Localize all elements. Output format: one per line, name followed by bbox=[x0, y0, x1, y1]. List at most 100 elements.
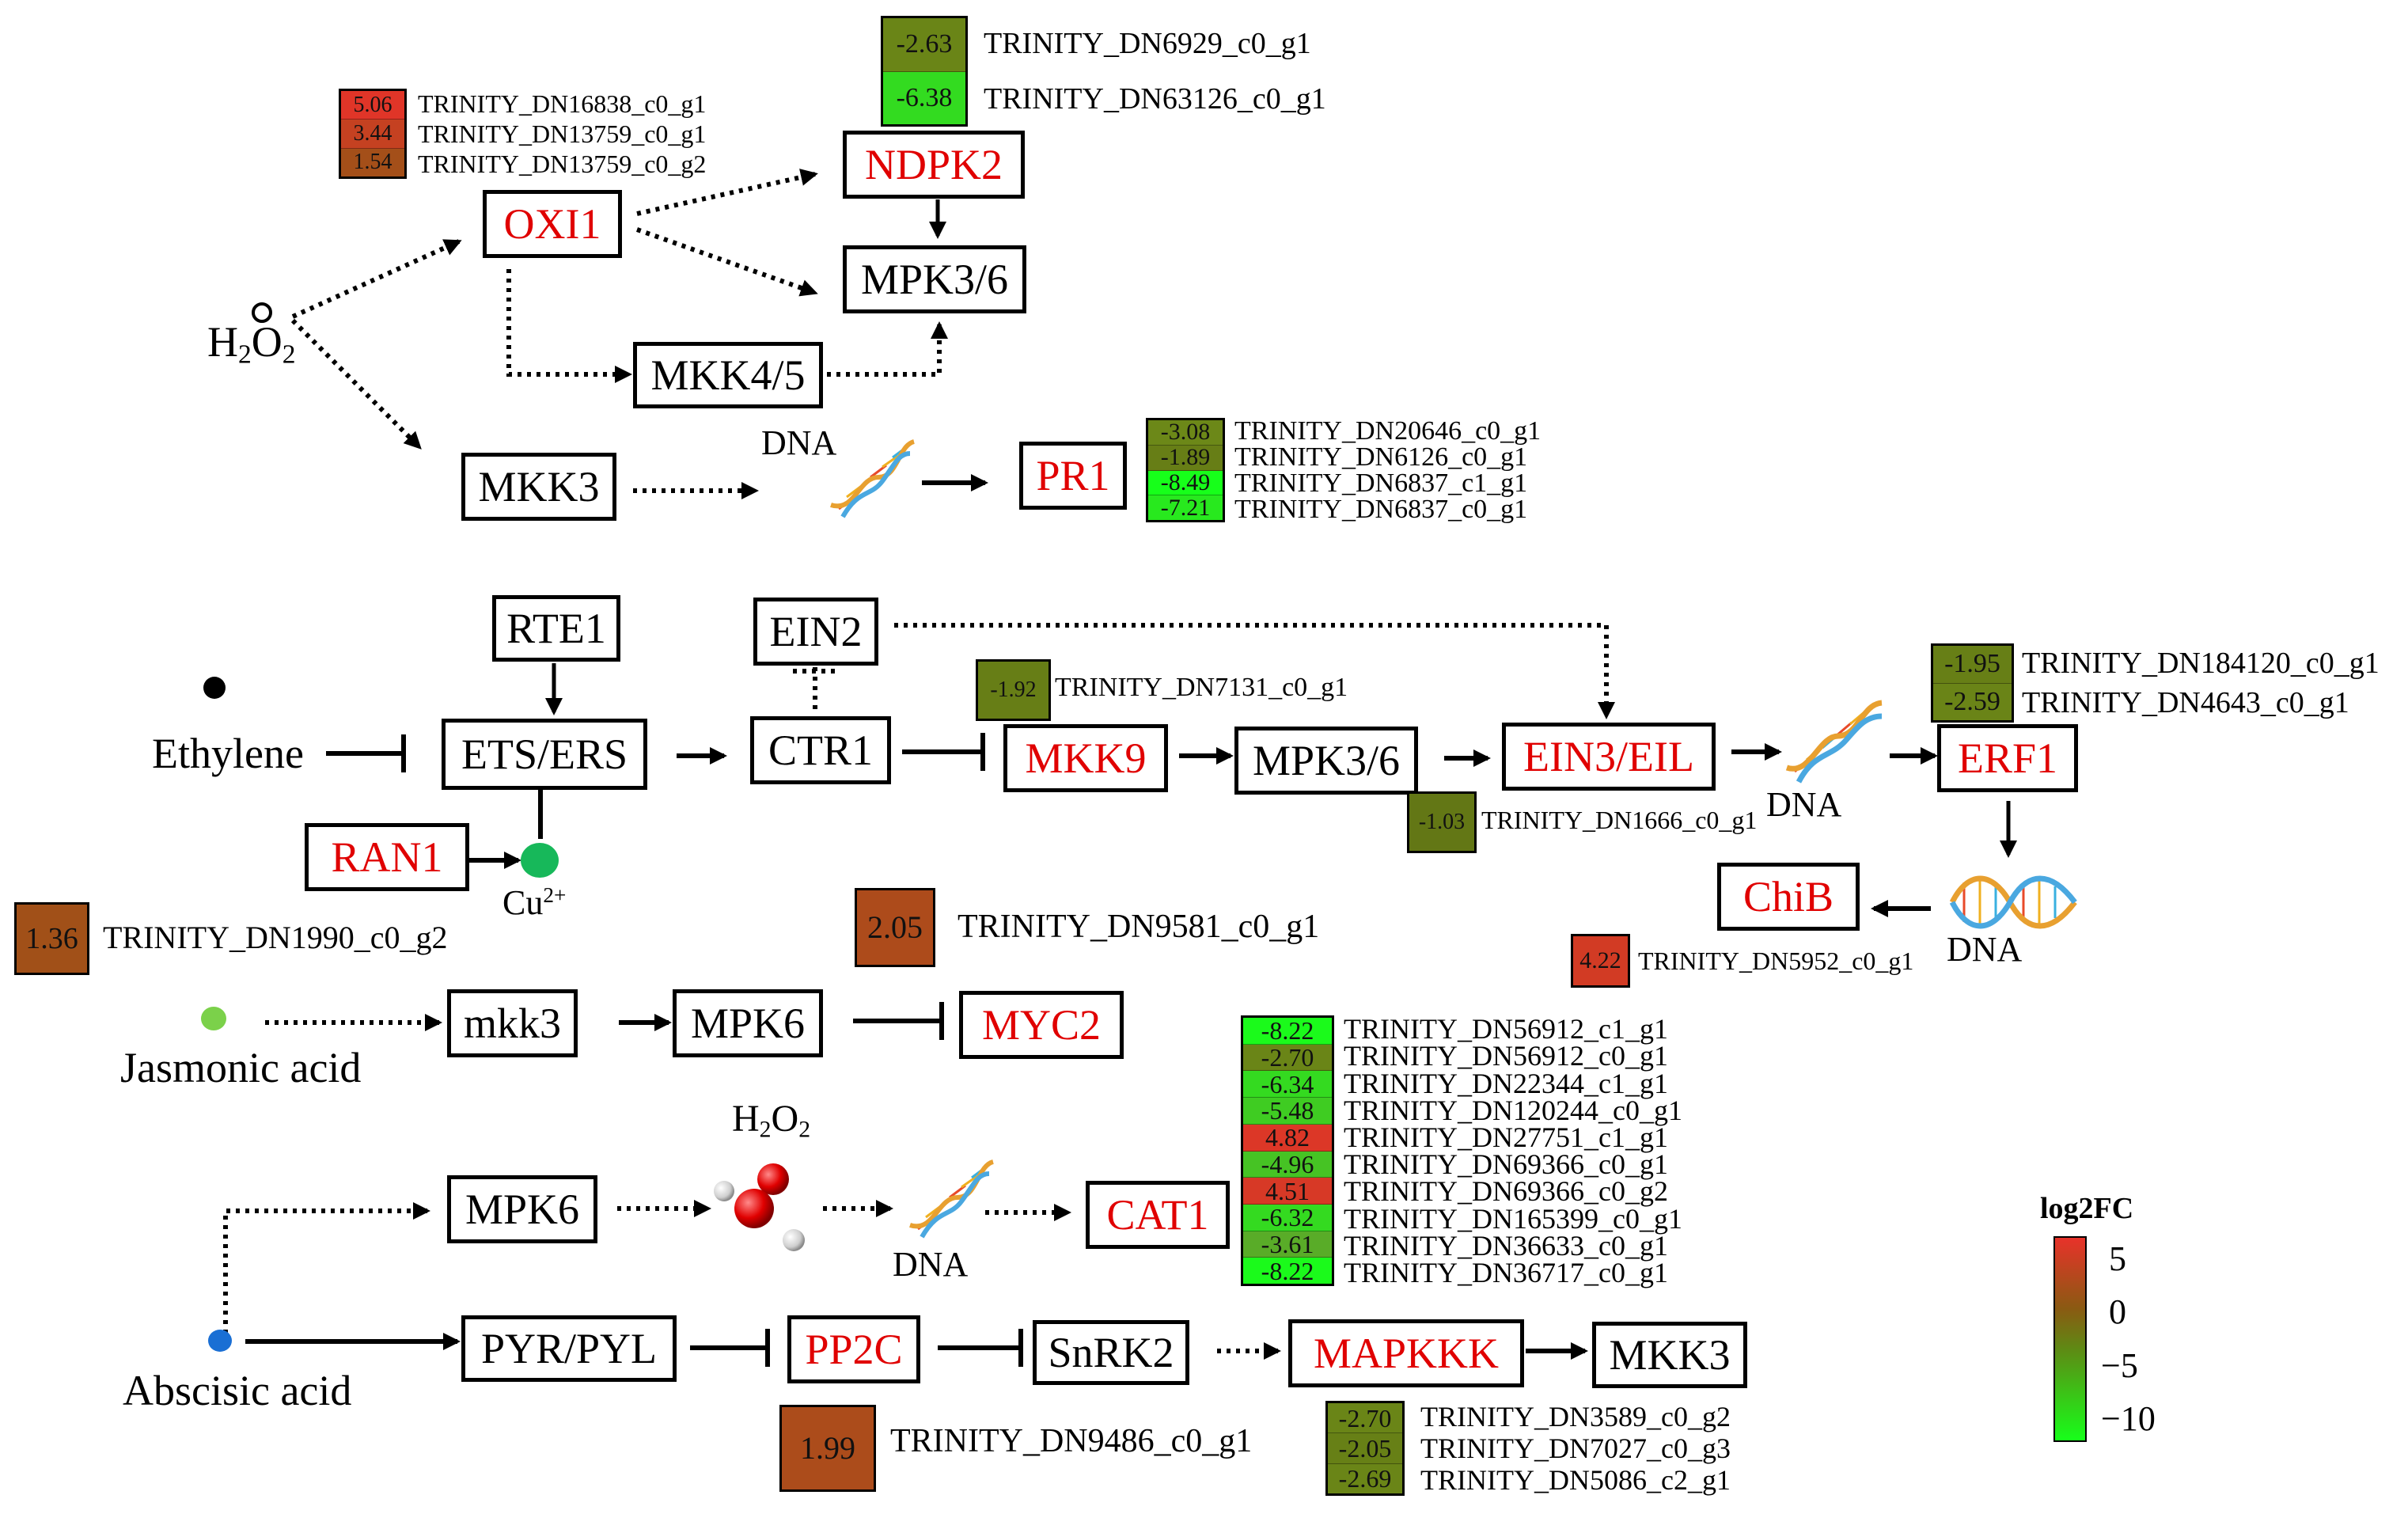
legend-colorbar bbox=[2053, 1236, 2087, 1442]
node-mkk3-top[interactable]: MKK3 bbox=[461, 453, 616, 521]
arrow-oxi1-ndpk2 bbox=[636, 169, 818, 216]
dna-helix-icon bbox=[909, 1159, 995, 1239]
dna-label-cat1: DNA bbox=[893, 1245, 969, 1284]
heatmap-mpk36-mid: -1.03 bbox=[1407, 791, 1477, 853]
heatmap-cell: -4.96 bbox=[1243, 1151, 1332, 1178]
legend-tick-label: −10 bbox=[2101, 1399, 2156, 1439]
heatmap-pp2c: 1.99 bbox=[779, 1405, 876, 1492]
heatmap-cell: 3.44 bbox=[341, 120, 404, 149]
heatmap-cell: -1.92 bbox=[978, 662, 1049, 719]
dna-label-chib: DNA bbox=[1947, 930, 2023, 969]
gene-id-label: TRINITY_DN27751_c1_g1 bbox=[1344, 1121, 1668, 1153]
gene-id-label: TRINITY_DN56912_c0_g1 bbox=[1344, 1040, 1668, 1072]
jasmonic-acid-label: Jasmonic acid bbox=[120, 1044, 362, 1091]
gene-id-label: TRINITY_DN120244_c0_g1 bbox=[1344, 1094, 1682, 1126]
gene-id-label: TRINITY_DN184120_c0_g1 bbox=[2022, 647, 2380, 680]
arrow-oxi1-mpk36 bbox=[635, 227, 818, 297]
heatmap-myc2: 2.05 bbox=[855, 888, 935, 967]
ethylene-dot bbox=[203, 677, 226, 699]
node-mpk36-mid[interactable]: MPK3/6 bbox=[1234, 727, 1418, 795]
legend-title: log2FC bbox=[2040, 1192, 2134, 1225]
gene-id-label: TRINITY_DN63126_c0_g1 bbox=[984, 82, 1326, 116]
node-mpk36-top[interactable]: MPK3/6 bbox=[843, 245, 1026, 313]
heatmap-cell: 1.54 bbox=[341, 148, 404, 176]
gene-id-label: TRINITY_DN7131_c0_g1 bbox=[1055, 673, 1348, 702]
heatmap-cell: -8.49 bbox=[1148, 470, 1223, 496]
node-mkk9[interactable]: MKK9 bbox=[1003, 724, 1168, 792]
heatmap-mkk9: -1.92 bbox=[976, 659, 1051, 721]
node-rte1[interactable]: RTE1 bbox=[492, 595, 620, 662]
gene-id-label: TRINITY_DN165399_c0_g1 bbox=[1344, 1202, 1682, 1235]
node-ein3-eil[interactable]: EIN3/EIL bbox=[1502, 723, 1716, 791]
gene-id-label: TRINITY_DN5952_c0_g1 bbox=[1638, 947, 1914, 975]
heatmap-mapkkk: -2.70-2.05-2.69 bbox=[1325, 1401, 1405, 1496]
legend-tick-label: −5 bbox=[2101, 1345, 2138, 1385]
node-pr1[interactable]: PR1 bbox=[1019, 442, 1127, 510]
heatmap-cell: 2.05 bbox=[857, 890, 933, 965]
node-ran1[interactable]: RAN1 bbox=[305, 823, 469, 891]
gene-id-label: TRINITY_DN7027_c0_g3 bbox=[1420, 1432, 1731, 1464]
dna-helix-icon bbox=[1949, 875, 2077, 929]
node-pyr-pyl[interactable]: PYR/PYL bbox=[461, 1315, 677, 1382]
gene-id-label: TRINITY_DN16838_c0_g1 bbox=[418, 89, 707, 118]
node-oxi1[interactable]: OXI1 bbox=[483, 190, 622, 258]
gene-id-label: TRINITY_DN13759_c0_g2 bbox=[418, 150, 707, 178]
gene-id-label: TRINITY_DN56912_c1_g1 bbox=[1344, 1013, 1668, 1045]
abscisic-acid-label: Abscisic acid bbox=[123, 1367, 352, 1414]
node-mkk3-aba[interactable]: MKK3 bbox=[1592, 1322, 1747, 1388]
node-pp2c[interactable]: PP2C bbox=[787, 1315, 920, 1383]
h2o2-molecule-icon bbox=[714, 1163, 805, 1251]
node-ein2[interactable]: EIN2 bbox=[753, 598, 878, 666]
node-mkk45[interactable]: MKK4/5 bbox=[633, 342, 823, 408]
ethylene-label: Ethylene bbox=[152, 730, 304, 777]
node-mpk6-ja[interactable]: MPK6 bbox=[673, 989, 823, 1057]
node-ctr1[interactable]: CTR1 bbox=[750, 716, 891, 784]
arrow-aba-mpk6 bbox=[223, 1202, 430, 1334]
gene-id-label: TRINITY_DN6929_c0_g1 bbox=[984, 27, 1311, 60]
node-snrk2[interactable]: SnRK2 bbox=[1033, 1320, 1189, 1385]
h2o2-bottom-label: H2O2 bbox=[732, 1098, 811, 1143]
heatmap-cell: -2.69 bbox=[1328, 1463, 1402, 1493]
heatmap-cell: -1.03 bbox=[1409, 794, 1474, 851]
dna-helix-icon bbox=[830, 439, 916, 518]
h2o2-ring bbox=[252, 302, 272, 323]
heatmap-cell: 4.51 bbox=[1243, 1178, 1332, 1205]
node-ets-ers[interactable]: ETS/ERS bbox=[442, 719, 647, 790]
dna-label-mkk3: DNA bbox=[761, 423, 837, 462]
heatmap-cell: 4.82 bbox=[1243, 1124, 1332, 1152]
gene-id-label: TRINITY_DN6126_c0_g1 bbox=[1234, 442, 1528, 472]
gene-id-label: TRINITY_DN1666_c0_g1 bbox=[1481, 806, 1758, 834]
node-mapkkk[interactable]: MAPKKK bbox=[1288, 1319, 1524, 1387]
heatmap-cell: -3.08 bbox=[1148, 420, 1223, 446]
abscisic-dot bbox=[208, 1330, 232, 1352]
gene-id-label: TRINITY_DN69366_c0_g1 bbox=[1344, 1148, 1668, 1181]
heatmap-cell: -8.22 bbox=[1243, 1018, 1332, 1045]
heatmap-chib: 4.22 bbox=[1571, 934, 1630, 988]
arrow-ein2-ein3 bbox=[894, 623, 1615, 719]
gene-id-label: TRINITY_DN13759_c0_g1 bbox=[418, 120, 707, 148]
gene-id-label: TRINITY_DN22344_c1_g1 bbox=[1344, 1067, 1668, 1099]
heatmap-cell: -8.22 bbox=[1243, 1258, 1332, 1284]
node-mpk6-aba[interactable]: MPK6 bbox=[447, 1175, 597, 1243]
heatmap-cell: -7.21 bbox=[1148, 495, 1223, 520]
heatmap-ndpk2: -2.63-6.38 bbox=[881, 16, 968, 127]
heatmap-cell: -3.61 bbox=[1243, 1231, 1332, 1258]
gene-id-label: TRINITY_DN4643_c0_g1 bbox=[2022, 686, 2349, 719]
node-myc2[interactable]: MYC2 bbox=[959, 991, 1124, 1059]
node-mkk3-ja[interactable]: mkk3 bbox=[447, 989, 578, 1057]
gene-id-label: TRINITY_DN36717_c0_g1 bbox=[1344, 1256, 1668, 1288]
node-chib[interactable]: ChiB bbox=[1717, 863, 1860, 931]
heatmap-pr1: -3.08-1.89-8.49-7.21 bbox=[1146, 418, 1225, 522]
gene-id-label: TRINITY_DN1990_c0_g2 bbox=[103, 920, 448, 955]
arrow-h2o2-mkk3 bbox=[290, 318, 422, 450]
node-ndpk2[interactable]: NDPK2 bbox=[843, 131, 1025, 199]
node-cat1[interactable]: CAT1 bbox=[1086, 1181, 1230, 1249]
heatmap-cell: 5.06 bbox=[341, 91, 404, 120]
heatmap-cell: -1.95 bbox=[1933, 646, 2012, 684]
arrow-h2o2-oxi1 bbox=[291, 239, 462, 319]
node-erf1[interactable]: ERF1 bbox=[1937, 724, 2078, 792]
jasmonic-dot bbox=[201, 1007, 226, 1030]
heatmap-cell: 1.36 bbox=[17, 905, 87, 973]
heatmap-cell: -2.63 bbox=[883, 18, 965, 72]
